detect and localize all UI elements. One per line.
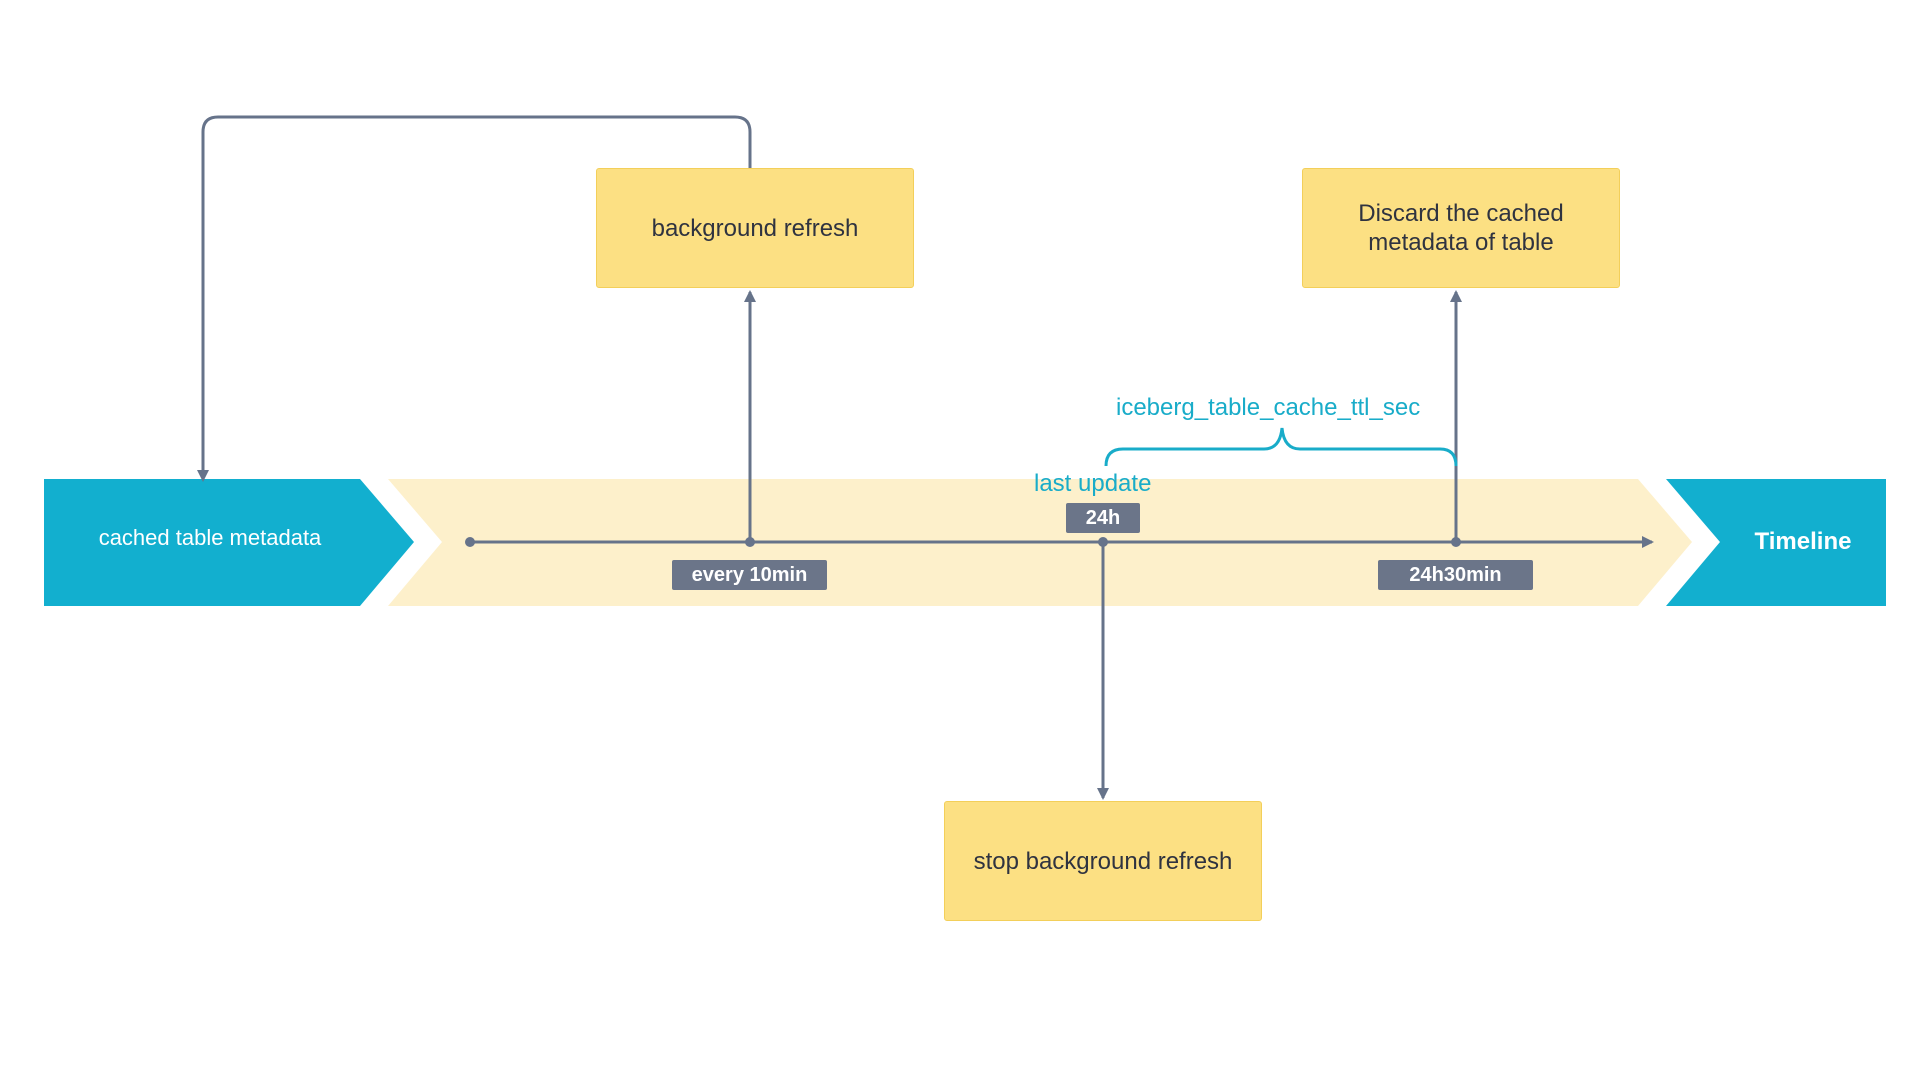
refresh-loop-connector — [197, 115, 752, 482]
stop-background-refresh-box: stop background refresh — [944, 801, 1262, 921]
ttl-parameter-label: iceberg_table_cache_ttl_sec — [1116, 394, 1421, 421]
cached-table-metadata-label: cached table metadata — [98, 525, 322, 550]
timeline-label: Timeline — [1754, 528, 1852, 555]
discard-line-2: metadata of table — [1368, 229, 1554, 256]
tag-every-10min: every 10min — [672, 560, 827, 590]
background-refresh-box: background refresh — [596, 168, 914, 288]
cached-table-metadata-chevron — [44, 479, 414, 606]
tag-24h: 24h — [1066, 503, 1140, 533]
tag-24h30min: 24h30min — [1378, 560, 1533, 590]
last-update-label: last update — [1034, 470, 1152, 497]
discard-line-1: Discard the cached — [1358, 200, 1564, 227]
discard-cached-metadata-box: Discard the cached metadata of table — [1302, 168, 1620, 288]
ttl-brace — [1104, 427, 1458, 467]
background-refresh-text: background refresh — [651, 214, 859, 242]
timeline-start-dot — [465, 537, 475, 547]
stop-background-refresh-text: stop background refresh — [973, 847, 1233, 875]
timeline-chevron — [1666, 479, 1886, 606]
